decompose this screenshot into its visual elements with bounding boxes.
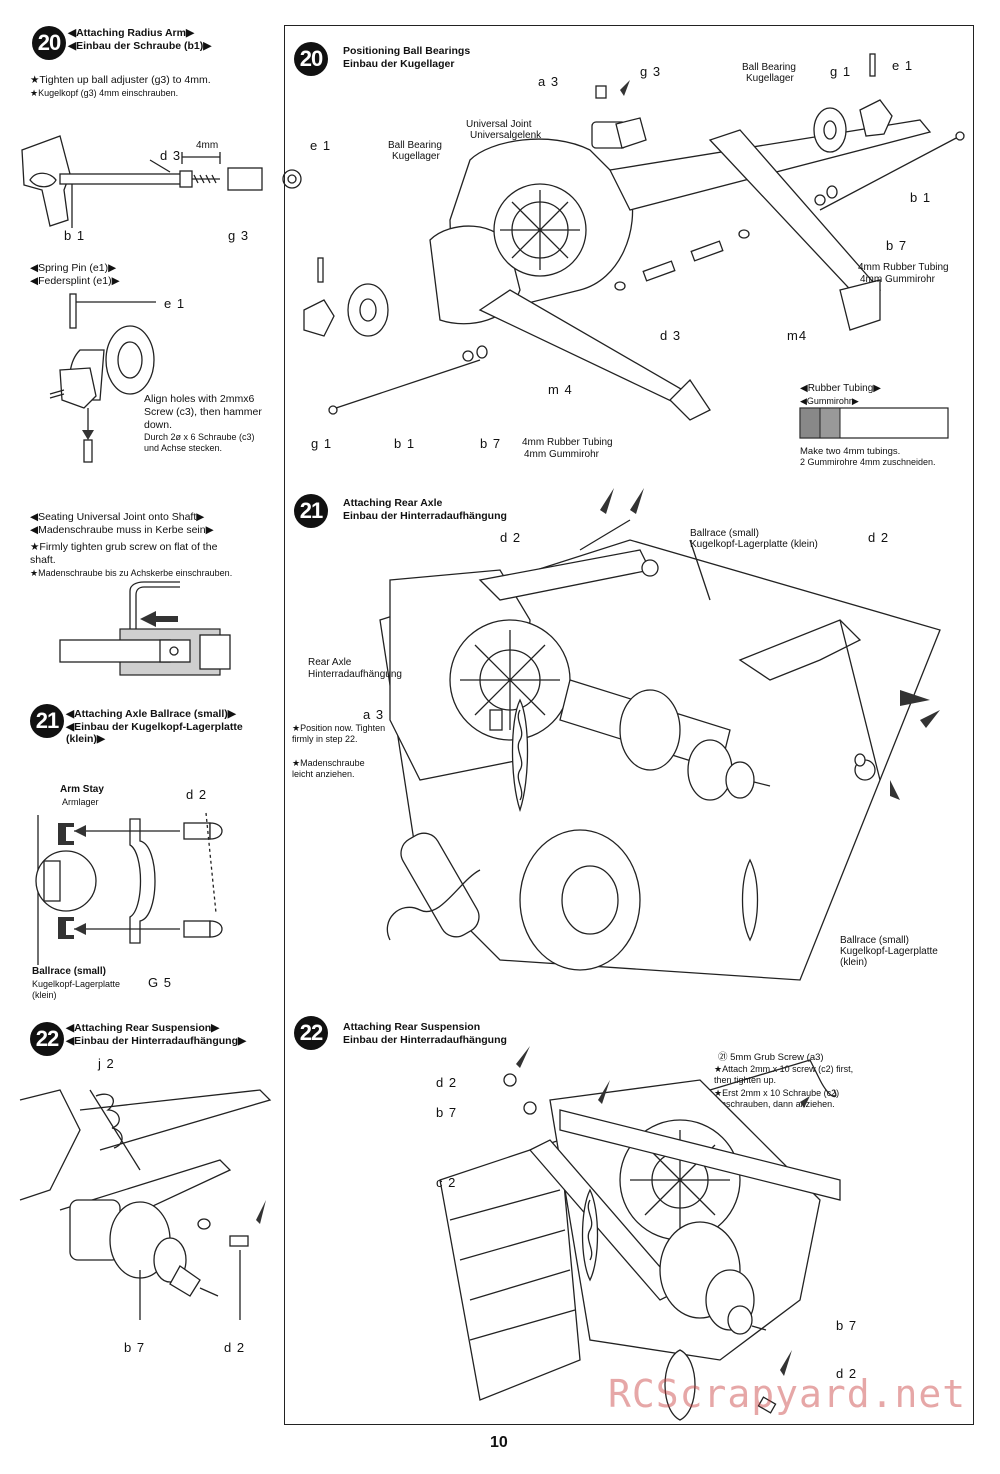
part-label: b 7 [886,238,908,253]
instruction-de: ★Madenschraube bis zu Achskerbe einschra… [30,568,233,578]
label: Ballrace (small) [840,935,909,946]
step-title: ◀Attaching Axle Ballrace (small)▶ [66,708,236,720]
part-label: b 1 [910,190,932,205]
label-de: Universalgelenk [470,130,542,141]
step-title: Attaching Rear Axle [343,497,443,509]
part-label: g 3 [228,228,250,243]
part-label: b 7 [436,1105,458,1120]
sub-title-de: ◀Federsplint (e1)▶ [30,275,120,287]
label: Ballrace (small) [690,528,759,539]
label-de: Kugelkopf-Lagerplatte (klein) [840,946,938,968]
step-title-de: ◀Einbau der Kugelkopf-Lagerplatte (klein… [66,721,243,745]
label: Rear Axle [308,657,352,668]
label: Universal Joint [466,119,532,130]
label: 4mm Rubber Tubing [858,262,949,273]
instruction: ★Firmly tighten grub screw on flat of th… [30,541,218,566]
radius-arm-diagram [21,135,302,228]
part-label: a 3 [363,707,385,722]
part-label: G 5 [148,975,172,990]
dimension-label: 4mm [196,140,219,151]
label-de: 4mm Gummirohr [524,449,600,460]
part-label: d 2 [500,530,522,545]
step-title-de: ◀Einbau der Schraube (b1)▶ [68,40,212,52]
step-title-de: Einbau der Hinterradaufhängung [343,1034,507,1046]
part-label: j 2 [98,1056,115,1071]
part-label: m4 [787,328,808,343]
instruction-de: ★Erst 2mm x 10 Schraube (c2) einschraube… [714,1088,840,1109]
rear-axle-diagram [379,488,941,981]
part-label: e 1 [892,58,914,73]
page-number: 10 [490,1434,508,1451]
step-number-20-left: 20 [32,26,66,60]
instruction: ★Position now. Tighten firmly in step 22… [292,723,386,744]
step-number-21-left: 21 [30,704,64,738]
part-label: b 1 [394,436,416,451]
instruction: ㉑ 5mm Grub Screw (a3) [718,1052,824,1063]
part-label: b 7 [480,436,502,451]
part-label: b 7 [124,1340,146,1355]
rubber-tubing-gauge [799,407,949,439]
rear-suspension-left-diagram [19,1089,272,1320]
part-label: d 3 [160,148,182,163]
part-label: e 1 [310,138,332,153]
sub-title: ◀Rubber Tubing▶ [800,383,881,394]
label: Ballrace (small) [32,966,106,977]
step-title-de: ◀Einbau der Hinterradaufhängung▶ [66,1035,247,1047]
step-title: Positioning Ball Bearings [343,45,471,57]
sub-title: ◀Seating Universal Joint onto Shaft▶ [30,511,205,523]
instruction-de: ★Kugelkopf (g3) 4mm einschrauben. [30,88,179,98]
rear-suspension-diagram [439,1046,841,1421]
instruction-de: ★Madenschraube leicht anziehen. [292,758,365,779]
sub-title-de: ◀Madenschraube muss in Kerbe sein▶ [30,524,214,536]
step-title: ◀Attaching Radius Arm▶ [68,27,195,39]
part-label: b 7 [836,1318,858,1333]
label-de: Kugellager [392,151,440,162]
spring-pin-diagram [49,293,156,463]
part-label: e 1 [164,296,186,311]
part-label: d 2 [186,787,208,802]
sub-title: ◀Spring Pin (e1)▶ [30,262,117,274]
main-panel-frame [284,25,974,1425]
part-label: m 4 [548,382,573,397]
step-title-de: Einbau der Hinterradaufhängung [343,510,507,522]
grub-screw-diagram [59,581,231,676]
part-label: d 2 [436,1075,458,1090]
label: Ball Bearing [388,140,442,151]
part-label: d 2 [868,530,890,545]
part-label: a 3 [538,74,560,89]
part-label: g 3 [640,64,662,79]
label-de: Armlager [62,797,99,807]
watermark: RCScrapyard.net [608,1372,967,1416]
label-de: Hinterradaufhängung [308,669,402,680]
part-label: g 1 [830,64,852,79]
part-label: g 1 [311,436,333,451]
part-label: d 2 [224,1340,246,1355]
label-de: Kugelkopf-Lagerplatte (klein) [690,539,818,550]
instruction-de: Durch 2ø x 6 Schraube (c3) und Achse ste… [144,432,255,453]
step-title-de: Einbau der Kugellager [343,58,455,70]
part-label: d 2 [836,1366,858,1381]
step-number-20: 20 [294,42,328,76]
ballrace-diagram [35,812,223,965]
step-number-21: 21 [294,494,328,528]
step-title: ◀Attaching Rear Suspension▶ [66,1022,220,1034]
sub-title-de: ◀Gummirohr▶ [800,396,859,406]
instruction-de: 2 Gummirohre 4mm zuschneiden. [800,457,936,467]
label-de: Kugelkopf-Lagerplatte (klein) [32,979,121,1000]
step-number-22: 22 [294,1016,328,1050]
label-de: Kugellager [746,73,794,84]
label-de: 4mm Gummirohr [860,274,936,285]
part-label: b 1 [64,228,86,243]
part-label: d 3 [660,328,682,343]
label: Ball Bearing [742,62,796,73]
step-title: Attaching Rear Suspension [343,1021,481,1033]
instruction: Align holes with 2mmx6 Screw (c3), then … [144,393,262,431]
instruction: ★Tighten up ball adjuster (g3) to 4mm. [30,74,211,86]
step-number-22-left: 22 [30,1022,64,1056]
label: 4mm Rubber Tubing [522,437,613,448]
ball-bearing-diagram [303,53,965,421]
instruction: Make two 4mm tubings. [800,446,901,457]
label: Arm Stay [60,784,104,795]
